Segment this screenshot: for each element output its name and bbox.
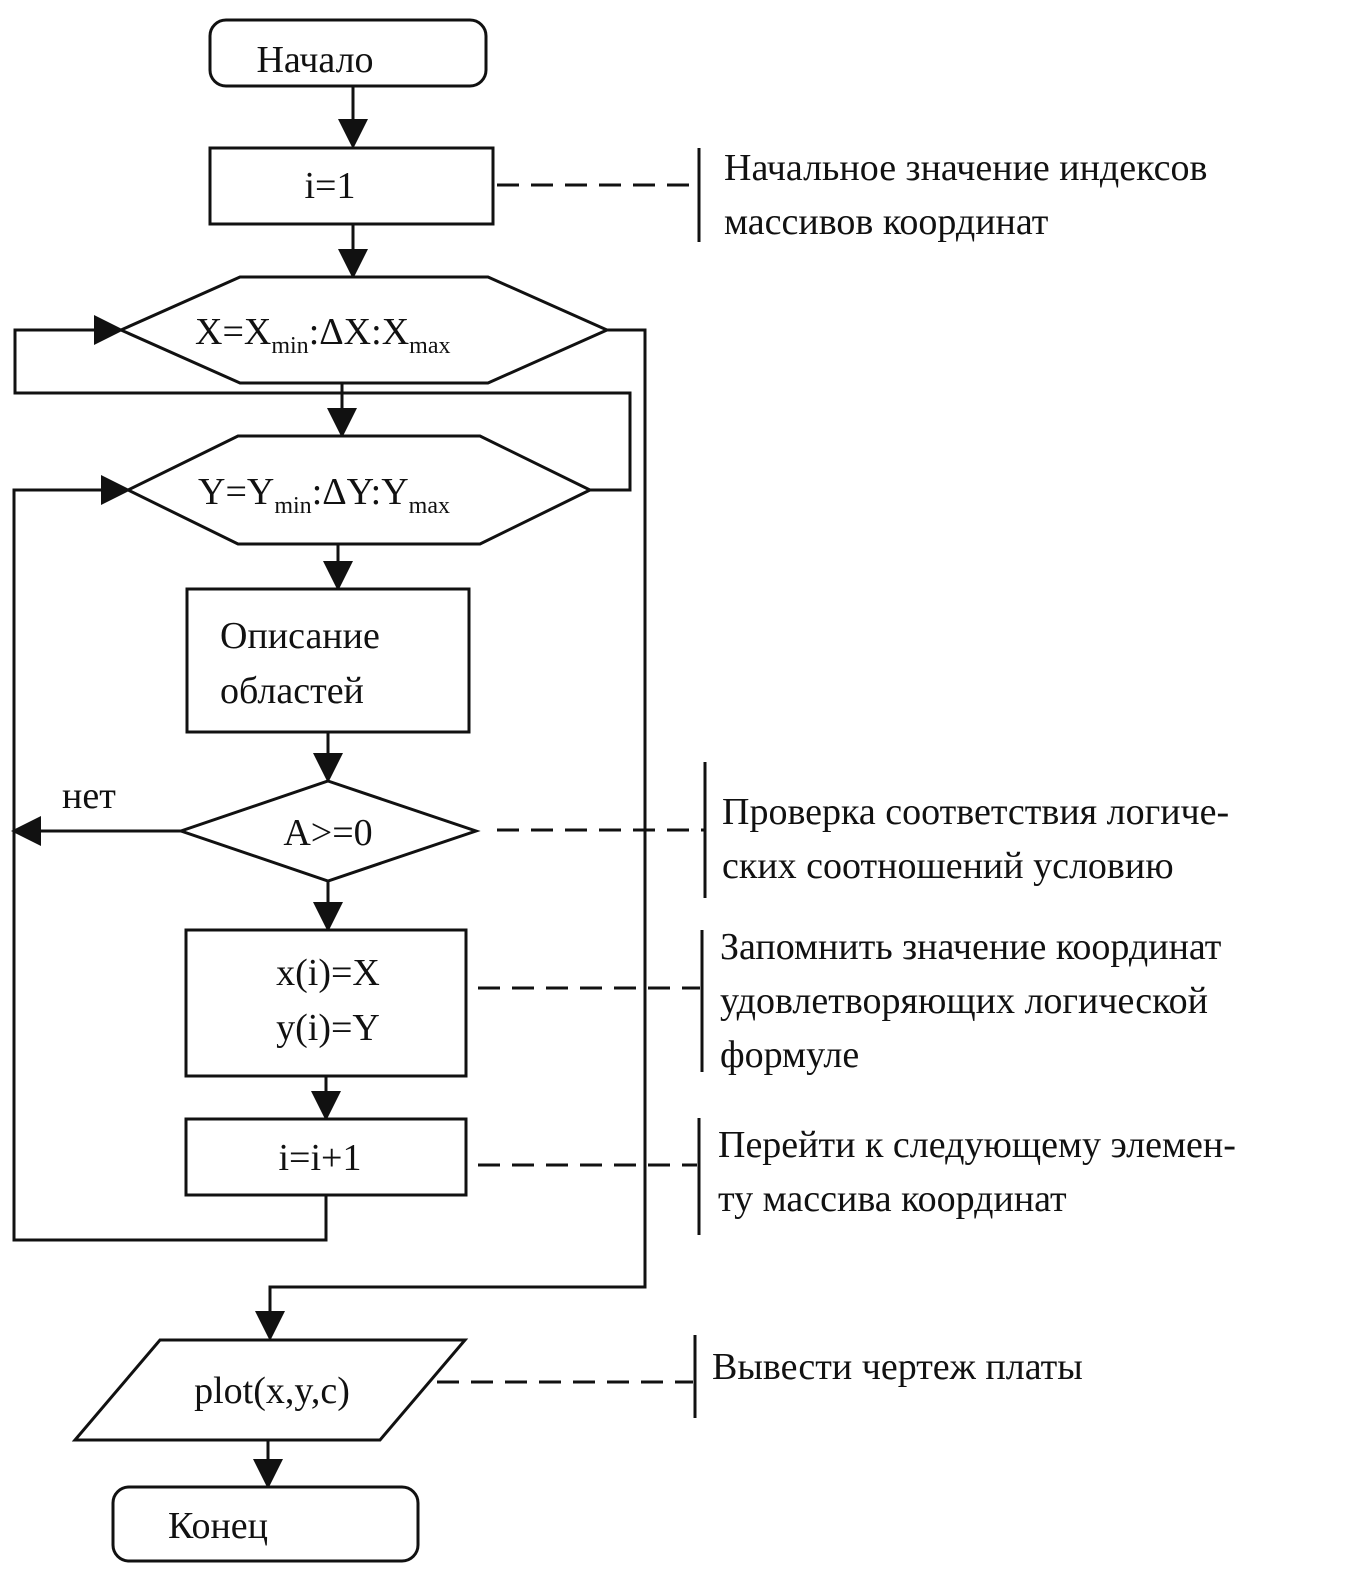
loop-y-return-path	[12, 475, 328, 1242]
note-output: Вывести чертеж платы	[712, 1340, 1312, 1394]
note-condition-line1: Проверка соответствия логиче-	[722, 791, 1230, 833]
end-terminator	[111, 1485, 420, 1563]
output-label: plot(x,y,c)	[194, 1370, 350, 1412]
note-store: Запомнить значение координат удовлетворя…	[720, 920, 1328, 1082]
no-branch-label: нет	[62, 775, 116, 817]
loop-x-return-path	[13, 315, 632, 492]
loop-x-label: X=Xmin:ΔX:Xmax	[195, 311, 450, 359]
note-init: Начальное значение индексов массивов коо…	[724, 141, 1332, 249]
loop-y-label: Y=Ymin:ΔY:Ymax	[198, 471, 450, 519]
loop-x-exit-path	[255, 328, 647, 1341]
output-parallelogram	[71, 1338, 469, 1442]
increment-label: i=i+1	[279, 1137, 362, 1179]
start-terminator	[208, 18, 488, 88]
note-condition-line2: ских соотношений условию	[722, 845, 1174, 887]
note-condition: Проверка соответствия логиче- ских соотн…	[722, 785, 1330, 893]
note-init-line1: Начальное значение индексов	[724, 147, 1208, 189]
note-store-line1: Запомнить значение координат	[720, 926, 1222, 968]
describe-process-box	[185, 587, 471, 734]
note-store-line3: формуле	[720, 1034, 860, 1076]
decision-label: A>=0	[283, 812, 372, 854]
describe-label-line1: Описание	[220, 615, 380, 657]
note-init-line2: массивов координат	[724, 201, 1049, 243]
note-increment-line1: Перейти к следующему элемен-	[718, 1124, 1236, 1166]
start-label: Начало	[256, 39, 373, 81]
note-store-line2: удовлетворяющих логической	[720, 980, 1209, 1022]
note-increment-line2: ту массива координат	[718, 1178, 1067, 1220]
store-label-line1: x(i)=X	[276, 952, 380, 994]
describe-label-line2: областей	[220, 670, 364, 712]
init-label: i=1	[305, 165, 356, 207]
end-label: Конец	[168, 1505, 268, 1547]
store-label-line2: y(i)=Y	[276, 1007, 380, 1049]
store-process-box	[184, 928, 468, 1078]
note-output-line1: Вывести чертеж платы	[712, 1346, 1083, 1388]
note-increment: Перейти к следующему элемен- ту массива …	[718, 1118, 1328, 1226]
